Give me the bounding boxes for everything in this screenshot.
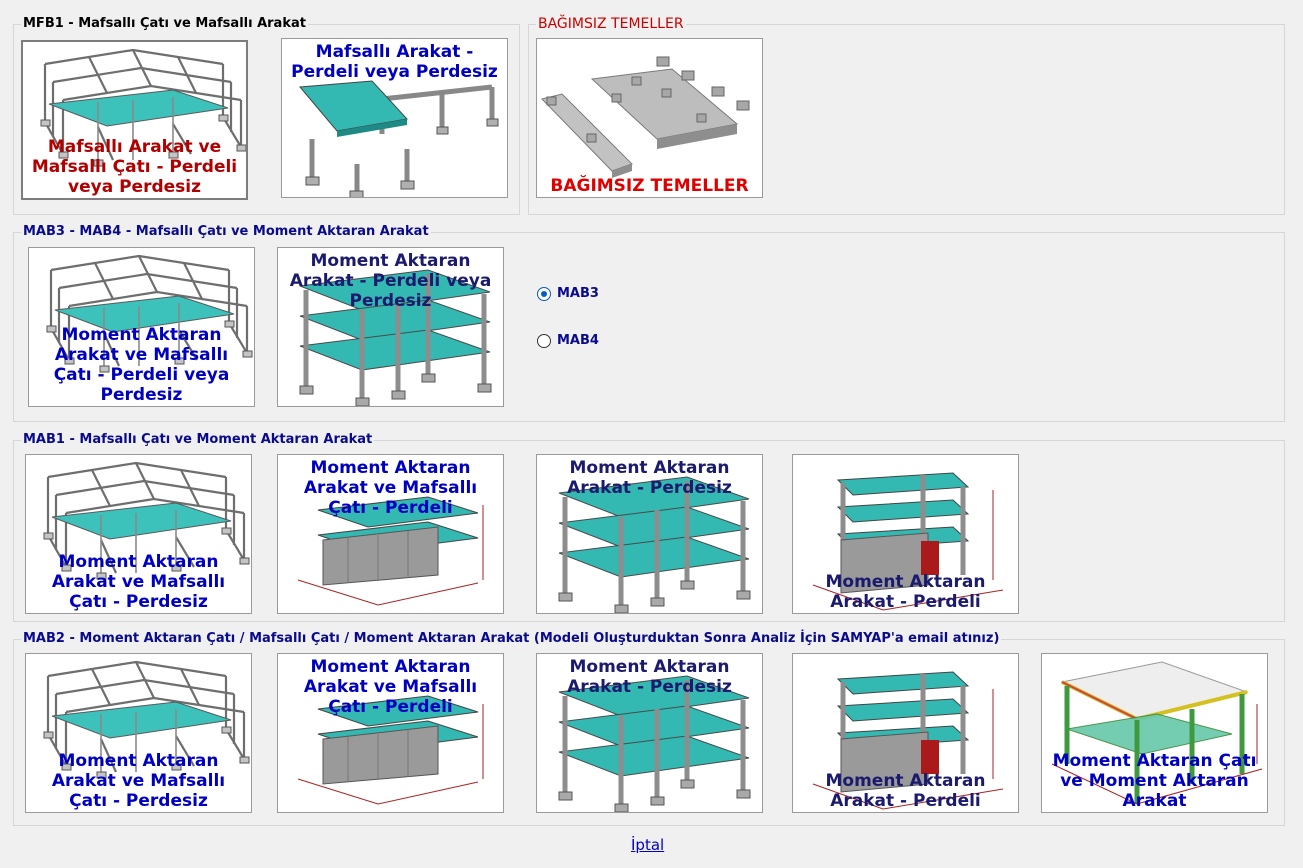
cancel-link[interactable]: İptal bbox=[631, 836, 665, 854]
radio-mab3-label: MAB3 bbox=[557, 286, 599, 301]
tile-caption: Moment Aktaran Arakat - Perdesiz bbox=[567, 657, 732, 697]
tile-caption: Moment Aktaran Çatı ve Moment Aktaran Ar… bbox=[1052, 751, 1257, 811]
radio-mab3[interactable]: MAB3 bbox=[537, 286, 599, 301]
tile-mab34-multi-story[interactable]: Moment Aktaran Arakat - Perdeli veya Per… bbox=[277, 247, 504, 407]
tile-mab2-walled-frame[interactable]: Moment Aktaran Arakat ve Mafsallı Çatı -… bbox=[277, 653, 504, 813]
tile-mab1-walled-frame[interactable]: Moment Aktaran Arakat ve Mafsallı Çatı -… bbox=[277, 454, 504, 614]
radio-mab4-indicator[interactable] bbox=[537, 333, 551, 348]
tile-caption: Moment Aktaran Arakat ve Mafsallı Çatı -… bbox=[303, 657, 478, 717]
group-mab34: MAB3 - MAB4 - Mafsallı Çatı ve Moment Ak… bbox=[13, 224, 1285, 422]
group-mab1: MAB1 - Mafsallı Çatı ve Moment Aktaran A… bbox=[13, 432, 1285, 622]
group-title-foundations: BAĞIMSIZ TEMELLER bbox=[536, 16, 686, 32]
tile-mab1-shear-wall[interactable]: Moment Aktaran Arakat - Perdeli bbox=[792, 454, 1019, 614]
tile-caption: Moment Aktaran Arakat - Perdeli bbox=[825, 771, 986, 811]
tile-mab2-frame-roof[interactable]: Moment Aktaran Arakat ve Mafsallı Çatı -… bbox=[25, 653, 252, 813]
tile-mab2-moment-roof[interactable]: Moment Aktaran Çatı ve Moment Aktaran Ar… bbox=[1041, 653, 1268, 813]
tile-caption: Moment Aktaran Arakat ve Mafsallı Çatı -… bbox=[303, 458, 478, 518]
tile-caption: Moment Aktaran Arakat ve Mafsallı Çatı -… bbox=[53, 325, 230, 405]
group-title-mab1: MAB1 - Mafsallı Çatı ve Moment Aktaran A… bbox=[21, 432, 375, 447]
tile-caption: Mafsallı Arakat ve Mafsallı Çatı - Perde… bbox=[31, 137, 238, 197]
group-mab2: MAB2 - Moment Aktaran Çatı / Mafsallı Ça… bbox=[13, 631, 1285, 826]
tile-mfb1-mezzanine[interactable]: Mafsallı Arakat - Perdeli veya Perdesiz bbox=[281, 38, 508, 198]
tile-mab34-frame-roof[interactable]: Moment Aktaran Arakat ve Mafsallı Çatı -… bbox=[28, 247, 255, 407]
tile-caption: Moment Aktaran Arakat ve Mafsallı Çatı -… bbox=[51, 751, 226, 811]
tile-mab2-multi-story[interactable]: Moment Aktaran Arakat - Perdesiz bbox=[536, 653, 763, 813]
group-mfb1: MFB1 - Mafsallı Çatı ve Mafsallı Arakat … bbox=[13, 16, 520, 215]
tile-caption: Mafsallı Arakat - Perdeli veya Perdesiz bbox=[291, 42, 498, 82]
tile-caption: BAĞIMSIZ TEMELLER bbox=[550, 176, 749, 196]
tile-mab2-shear-wall[interactable]: Moment Aktaran Arakat - Perdeli bbox=[792, 653, 1019, 813]
radio-mab4-label: MAB4 bbox=[557, 333, 599, 348]
group-foundations: BAĞIMSIZ TEMELLER BAĞIMSIZ TEMELLER bbox=[528, 16, 1285, 215]
tile-mab1-multi-story[interactable]: Moment Aktaran Arakat - Perdesiz bbox=[536, 454, 763, 614]
tile-mfb1-frame-roof[interactable]: Mafsallı Arakat ve Mafsallı Çatı - Perde… bbox=[21, 40, 248, 200]
group-title-mab34: MAB3 - MAB4 - Mafsallı Çatı ve Moment Ak… bbox=[21, 224, 431, 239]
isolated-footings-model-image bbox=[537, 39, 763, 198]
tile-caption: Moment Aktaran Arakat ve Mafsallı Çatı -… bbox=[51, 552, 226, 612]
radio-mab4[interactable]: MAB4 bbox=[537, 333, 599, 348]
tile-mab1-frame-roof[interactable]: Moment Aktaran Arakat ve Mafsallı Çatı -… bbox=[25, 454, 252, 614]
tile-caption: Moment Aktaran Arakat - Perdeli veya Per… bbox=[289, 251, 492, 311]
tile-caption: Moment Aktaran Arakat - Perdeli bbox=[825, 572, 986, 612]
group-title-mab2: MAB2 - Moment Aktaran Çatı / Mafsallı Ça… bbox=[21, 631, 1002, 646]
tile-isolated-footings[interactable]: BAĞIMSIZ TEMELLER bbox=[536, 38, 763, 198]
tile-caption: Moment Aktaran Arakat - Perdesiz bbox=[567, 458, 732, 498]
group-title-mfb1: MFB1 - Mafsallı Çatı ve Mafsallı Arakat bbox=[21, 16, 308, 31]
radio-mab3-indicator[interactable] bbox=[537, 286, 551, 301]
